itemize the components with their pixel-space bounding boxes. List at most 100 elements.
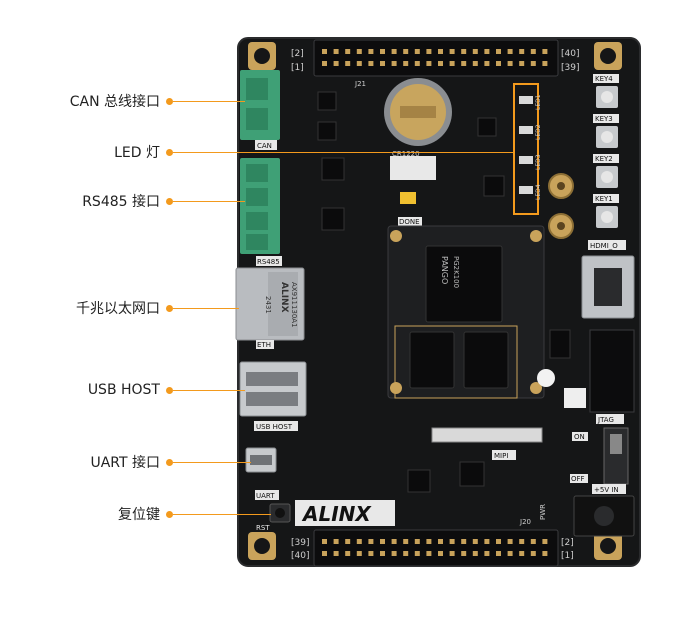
ddr-chip-1 bbox=[409, 331, 455, 389]
silk-bottom-right-pins2: [1] bbox=[561, 551, 574, 561]
bottom-header-pin bbox=[449, 551, 455, 556]
silk-bottom-right-pins: [2] bbox=[561, 538, 574, 548]
silk-can: CAN bbox=[257, 142, 272, 150]
callout-usb: USB HOST bbox=[20, 379, 245, 401]
top-header-pin bbox=[414, 49, 420, 54]
silk-usb-host: USB HOST bbox=[256, 423, 293, 431]
mipi-connector bbox=[431, 427, 543, 443]
callout-uart-line bbox=[173, 461, 251, 463]
led-1 bbox=[519, 96, 533, 104]
key-silk-box bbox=[593, 74, 619, 83]
silk-led-label: LED2 bbox=[535, 124, 542, 140]
chip-b bbox=[317, 121, 337, 141]
silk-key-label: KEY1 bbox=[595, 195, 613, 203]
power-switch-knob bbox=[610, 434, 622, 454]
top-header-pin bbox=[507, 61, 513, 66]
top-header-pin bbox=[345, 61, 351, 66]
bottom-header-pin bbox=[438, 551, 443, 556]
bottom-header-pin bbox=[496, 551, 501, 556]
top-header-pin bbox=[519, 49, 525, 54]
on-silk-box bbox=[572, 432, 588, 441]
silk-pwr: PWR bbox=[539, 504, 547, 520]
top-header-pin bbox=[333, 49, 339, 54]
uart-micro-usb-opening bbox=[250, 455, 272, 465]
top-header-pin bbox=[356, 61, 362, 66]
usb-host-port-opening-2 bbox=[246, 392, 298, 406]
eth-silk-box bbox=[256, 340, 274, 349]
top-header-pin bbox=[403, 49, 409, 54]
silk-j21: J21 bbox=[354, 80, 366, 88]
top-header-pin bbox=[449, 49, 455, 54]
fpga-core-board-highlight bbox=[394, 325, 518, 399]
rs485-terminal-slot-1 bbox=[246, 164, 268, 182]
silk-off: OFF bbox=[571, 475, 585, 483]
silk-jtag: JTAG bbox=[597, 416, 614, 424]
coin-cell-clip bbox=[400, 106, 436, 118]
usb-host-port-opening bbox=[246, 372, 298, 386]
hdmi-silk-box bbox=[588, 240, 626, 250]
jtag-silk-box bbox=[596, 414, 624, 424]
bottom-header-pin bbox=[426, 539, 432, 544]
top-header-pin bbox=[403, 61, 409, 66]
can-terminal-slot-2 bbox=[246, 108, 268, 130]
top-header-pin bbox=[426, 61, 432, 66]
bottom-header-pin bbox=[461, 551, 467, 556]
bottom-header-pin bbox=[345, 539, 351, 544]
vin-silk-box bbox=[592, 484, 626, 494]
led-3 bbox=[519, 156, 533, 164]
top-header-pin bbox=[496, 49, 501, 54]
top-header-pin bbox=[391, 49, 397, 54]
silk-top-left-pins: [2] bbox=[291, 49, 304, 59]
bottom-header-pin bbox=[380, 551, 385, 556]
ddr-chip-2 bbox=[463, 331, 509, 389]
top-header-pin bbox=[449, 61, 455, 66]
top-header-pin bbox=[461, 61, 467, 66]
callout-uart-label: UART 接口 bbox=[90, 455, 160, 471]
top-header-pin bbox=[368, 61, 374, 66]
chip-g bbox=[407, 469, 431, 493]
mount-hole-br-center bbox=[600, 538, 616, 554]
bottom-header-pin bbox=[438, 539, 443, 544]
off-silk-box bbox=[570, 474, 588, 483]
silk-done: DONE bbox=[399, 218, 420, 226]
bottom-header-pin bbox=[391, 551, 397, 556]
bottom-header-pin bbox=[484, 539, 490, 544]
callout-eth-dot bbox=[166, 304, 173, 312]
bottom-header-pin bbox=[426, 551, 432, 556]
silk-hdmi-o: HDMI_O bbox=[590, 242, 618, 250]
bottom-header-pin bbox=[368, 551, 374, 556]
bottom-header-pin bbox=[333, 539, 339, 544]
core-mount-3 bbox=[390, 382, 402, 394]
silk-magjack-code: 2431 bbox=[264, 296, 272, 314]
mount-hole-tl-center bbox=[254, 48, 270, 64]
core-mount-1 bbox=[390, 230, 402, 242]
alinx-logo-plate bbox=[295, 500, 395, 526]
bottom-header-pin bbox=[542, 539, 548, 544]
user-key-cap bbox=[601, 91, 613, 103]
ethernet-jack-label-area bbox=[268, 272, 298, 336]
chip-a bbox=[317, 91, 337, 111]
silk-key-label: KEY4 bbox=[595, 75, 613, 83]
bottom-header-pin bbox=[519, 551, 525, 556]
callout-eth-label: 千兆以太网口 bbox=[76, 301, 160, 317]
top-header-pin bbox=[426, 49, 432, 54]
top-header-pin bbox=[333, 61, 339, 66]
top-header-pin bbox=[496, 61, 501, 66]
silk-magjack-part: AX911130A1 bbox=[290, 282, 298, 328]
rs485-terminal-slot-2 bbox=[246, 188, 268, 206]
usb-silk-box bbox=[254, 421, 298, 431]
bottom-header-pin bbox=[472, 551, 478, 556]
top-header-pin bbox=[391, 61, 397, 66]
top-header-pin bbox=[507, 49, 513, 54]
top-header-pin bbox=[472, 61, 478, 66]
bottom-header-pin bbox=[519, 539, 525, 544]
callout-rs485-dot bbox=[166, 197, 173, 205]
bottom-header-pin bbox=[484, 551, 490, 556]
silk-vin: +5V IN bbox=[594, 486, 619, 494]
mipi-silk-box bbox=[492, 450, 516, 460]
can-terminal-slot-1 bbox=[246, 78, 268, 100]
bottom-header-pin bbox=[380, 539, 385, 544]
silk-rs485: RS485 bbox=[257, 258, 280, 266]
